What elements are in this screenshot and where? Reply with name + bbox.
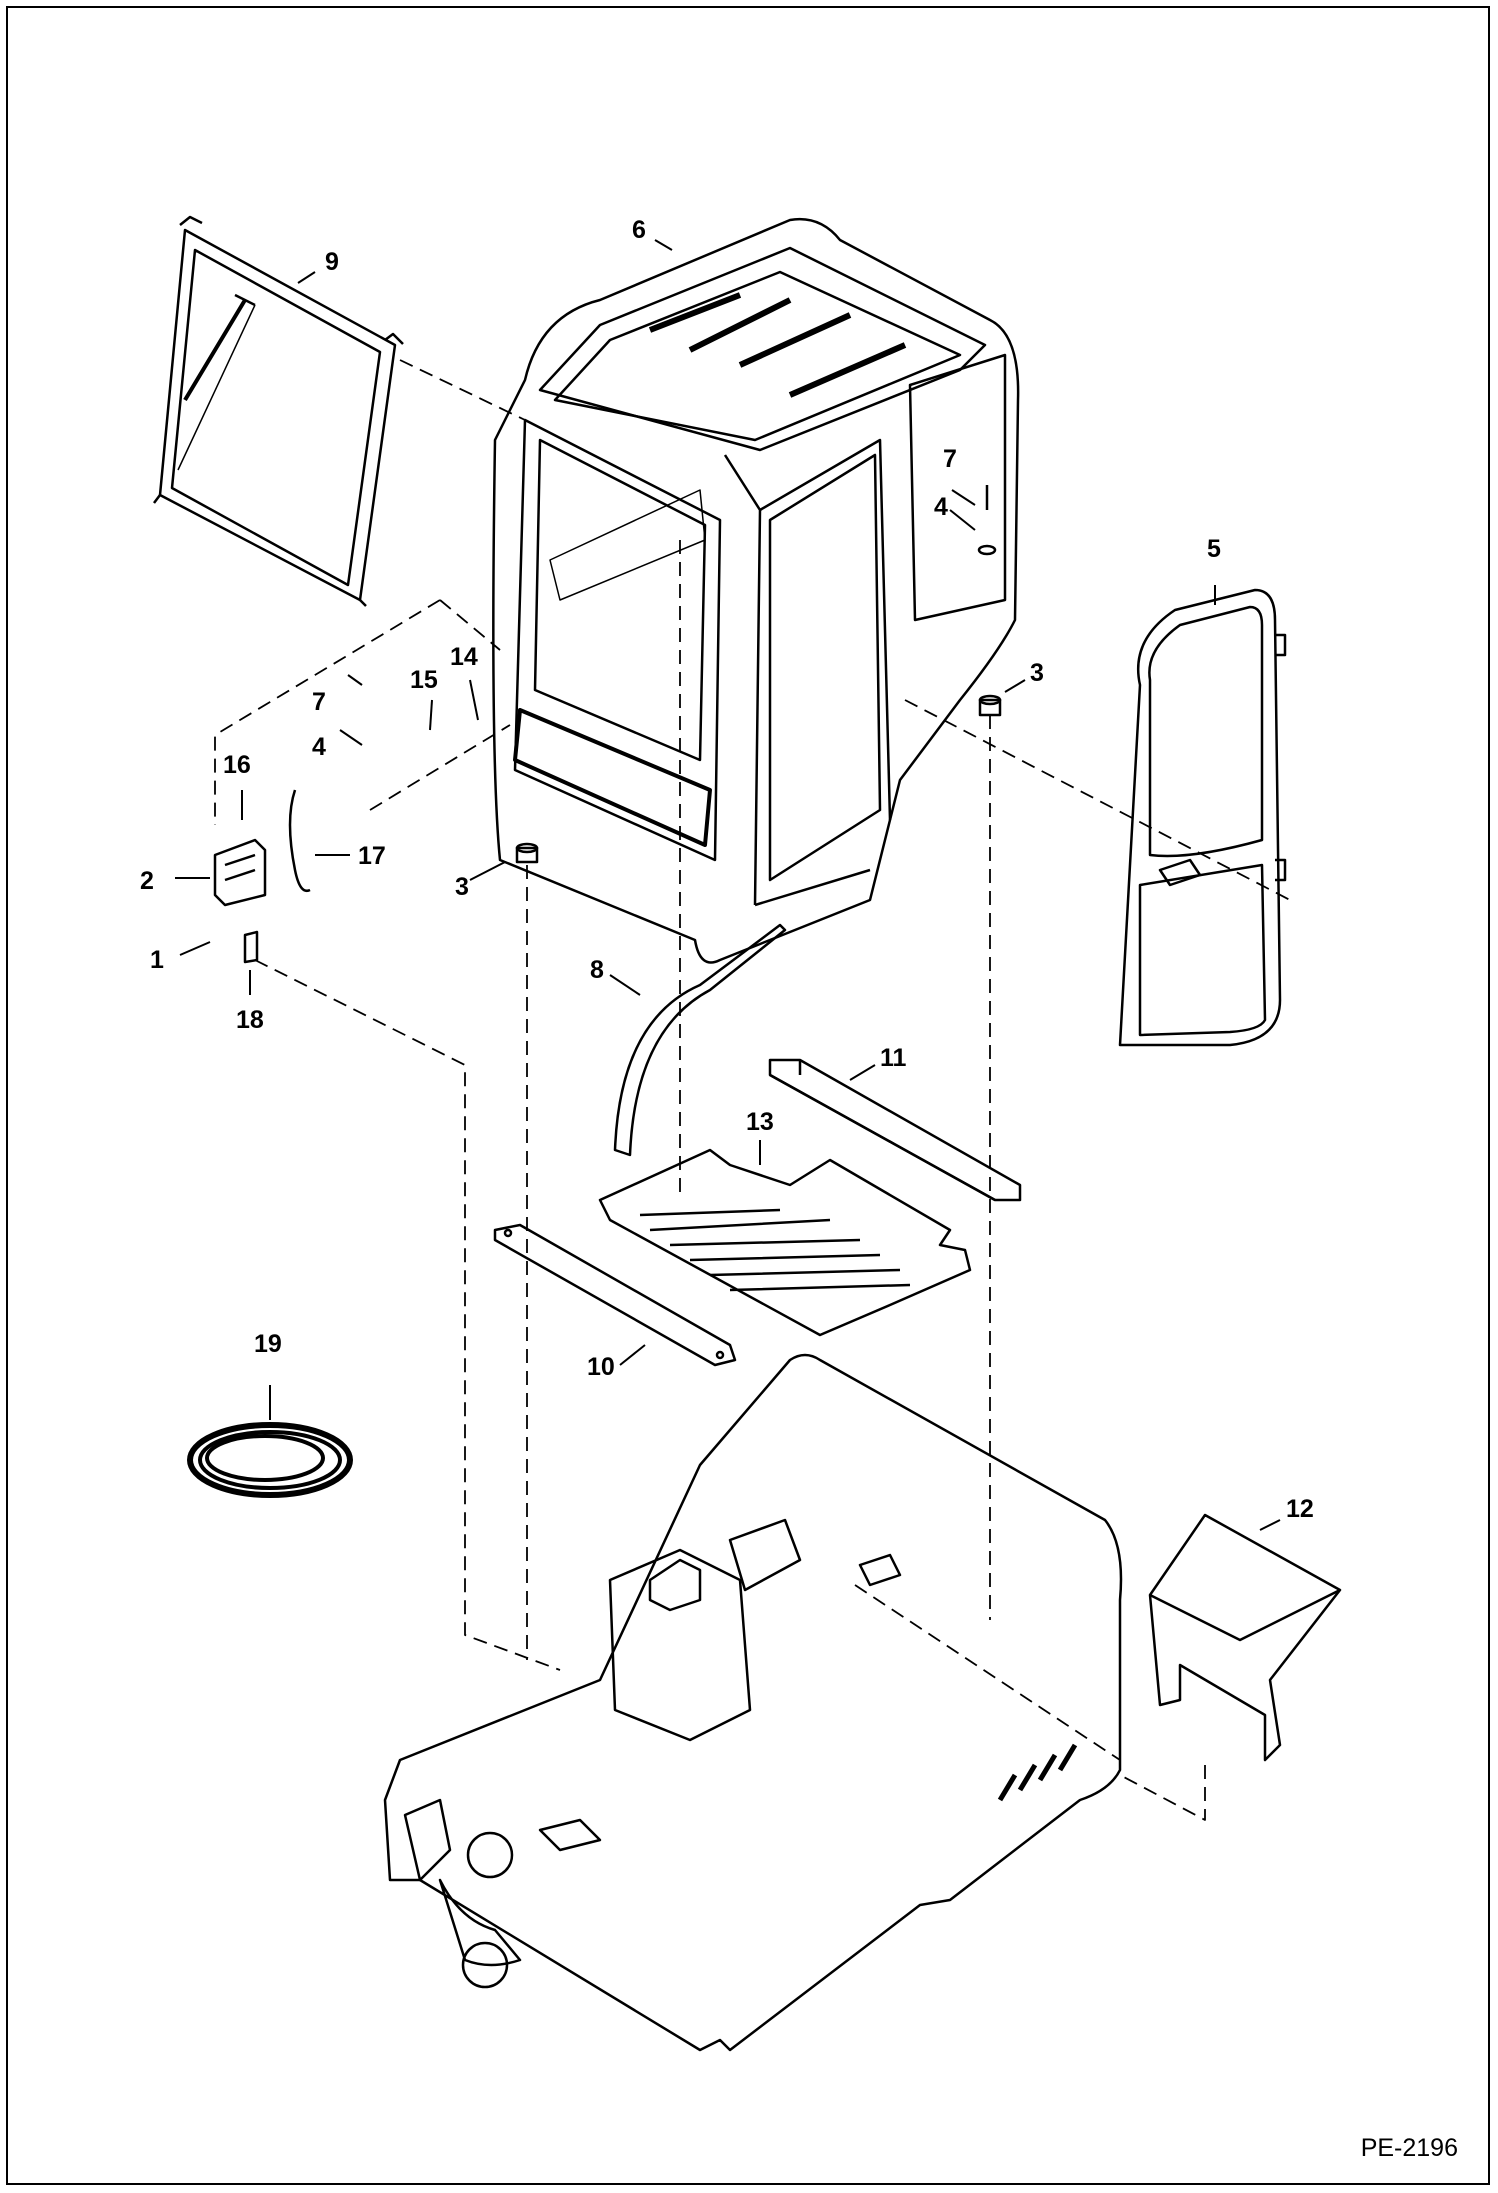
callout-1: 1 <box>150 946 164 974</box>
callout-18: 18 <box>236 1006 264 1034</box>
callout-4-right: 4 <box>934 493 948 521</box>
part-cab-mount-right <box>978 694 1002 717</box>
part-bracket <box>243 930 259 964</box>
figure-reference-code: PE-2196 <box>1360 2134 1458 2162</box>
part-door <box>1118 588 1287 1047</box>
callout-9: 9 <box>325 248 339 276</box>
callout-11: 11 <box>880 1044 907 1072</box>
callout-labels: 6 9 7 4 5 3 3 7 4 14 15 16 2 17 1 18 8 1… <box>140 216 1314 1523</box>
callout-17: 17 <box>358 842 386 870</box>
part-windshield <box>153 215 404 607</box>
callout-7-right: 7 <box>943 445 957 473</box>
callout-10: 10 <box>587 1353 615 1381</box>
callout-2: 2 <box>140 867 154 895</box>
part-upperstructure-frame <box>383 1353 1123 2052</box>
callout-5: 5 <box>1207 535 1221 563</box>
callout-6: 6 <box>632 216 646 244</box>
part-switch-box <box>213 838 267 907</box>
part-bar <box>493 1223 737 1367</box>
callout-15: 15 <box>410 666 438 694</box>
part-floor-mat <box>598 1148 972 1337</box>
callout-19: 19 <box>254 1330 282 1358</box>
callout-14: 14 <box>450 643 478 671</box>
drawing-border <box>6 6 1490 2185</box>
callout-12: 12 <box>1286 1495 1314 1523</box>
callout-13: 13 <box>746 1108 774 1136</box>
callout-16: 16 <box>223 751 251 779</box>
assembly-alignment-lines <box>214 359 1291 1821</box>
part-cable <box>288 789 311 893</box>
part-cab <box>492 217 1020 964</box>
part-bolt-and-washer-right <box>977 485 997 556</box>
part-cab-mount-left <box>515 842 539 864</box>
callout-leaders <box>175 239 1281 1531</box>
part-seal-strip <box>613 923 787 1157</box>
callout-3-right: 3 <box>1030 659 1044 687</box>
part-coiled-seal <box>187 1422 353 1498</box>
part-foam-strip <box>768 1058 1022 1202</box>
callout-3-left: 3 <box>455 873 469 901</box>
callout-8: 8 <box>590 956 604 984</box>
callout-7-left: 7 <box>312 688 326 716</box>
callout-4-left: 4 <box>312 733 326 761</box>
part-cover <box>1148 1513 1342 1762</box>
